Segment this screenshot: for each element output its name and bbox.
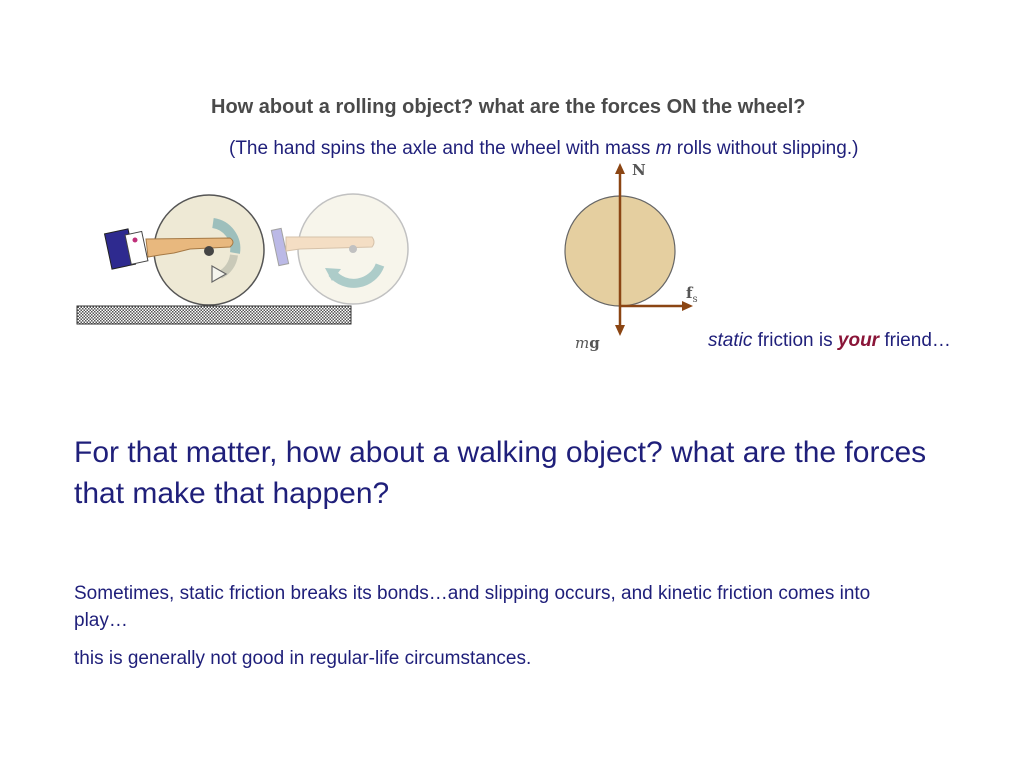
faded-sleeve: [270, 227, 290, 267]
rotation-arc-top: [211, 218, 241, 254]
rolling-wheel-illustration: [76, 193, 409, 325]
mass-variable: m: [655, 138, 672, 159]
cufflink: [132, 237, 138, 243]
subheading-part-1: (The hand spins the axle and the wheel w…: [229, 138, 656, 159]
slipping-text: Sometimes, static friction breaks its bo…: [74, 583, 871, 631]
free-body-diagram: N fs mg: [564, 161, 698, 352]
regular-life-text: this is generally not good in regular-li…: [74, 648, 532, 669]
normal-force-label: N: [632, 161, 646, 179]
subheading-part-2: rolls without slipping.): [671, 138, 859, 159]
slide-subheading: (The hand spins the axle and the wheel w…: [229, 138, 858, 160]
slide-heading: How about a rolling object? what are the…: [211, 96, 806, 118]
faded-rotation-arrow-icon: [328, 263, 385, 288]
friction-note-middle: friction is: [752, 330, 838, 351]
faded-axle: [349, 245, 357, 253]
weight-arrowhead-icon: [615, 325, 625, 336]
friction-arrowhead-icon: [682, 301, 693, 311]
normal-arrowhead-icon: [615, 163, 625, 174]
ground-surface: [76, 305, 352, 325]
weight-label: mg: [575, 334, 600, 352]
faded-wheel: [297, 193, 409, 305]
friction-label: fs: [686, 284, 698, 305]
friction-note: static friction is your friend…: [708, 330, 951, 352]
friction-note-static: static: [708, 330, 753, 351]
friction-note-end: friend…: [879, 330, 951, 351]
faded-wheel-group: [270, 193, 409, 305]
cuff: [124, 230, 149, 265]
axle: [204, 246, 214, 256]
rotation-arrowhead-icon: [211, 264, 228, 284]
faded-hand-icon: [285, 236, 375, 252]
walking-question: For that matter, how about a walking obj…: [74, 436, 927, 510]
friction-note-your: your: [837, 330, 880, 351]
pointing-hand-icon: [145, 237, 234, 258]
